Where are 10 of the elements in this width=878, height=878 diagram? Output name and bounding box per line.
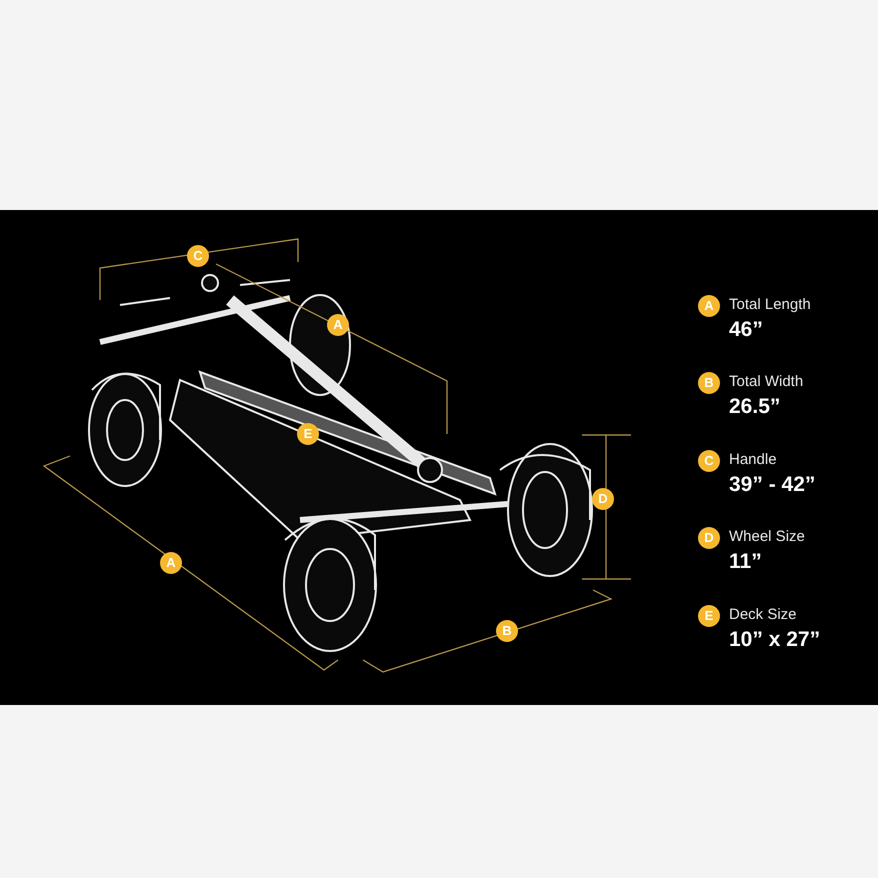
spec-value: 11” — [729, 550, 762, 574]
spec-value: 26.5” — [729, 395, 780, 419]
spec-value: 10” x 27” — [729, 628, 820, 652]
spec-value: 39” - 42” — [729, 473, 816, 497]
spec-label: Wheel Size — [729, 528, 805, 545]
spec-label: Handle — [729, 451, 777, 468]
spec-label: Total Length — [729, 296, 811, 313]
spec-label: Total Width — [729, 373, 804, 390]
spec-value: 46” — [729, 318, 763, 342]
spec-label: Deck Size — [729, 606, 797, 623]
